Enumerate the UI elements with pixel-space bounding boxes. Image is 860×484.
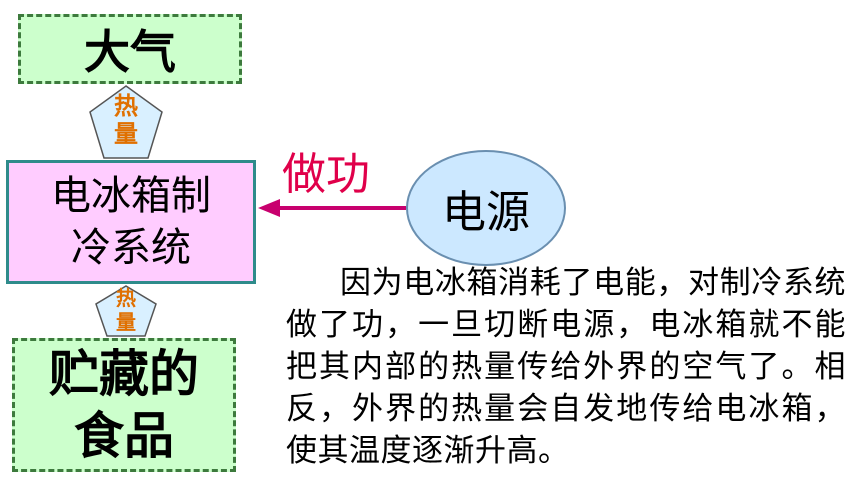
- stored-food-box: 贮藏的 食品: [12, 338, 236, 472]
- stored-food-line1: 贮藏的: [49, 345, 199, 403]
- power-source-ellipse: 电源: [406, 150, 566, 266]
- work-arrow: [258, 199, 406, 217]
- work-label: 做功: [282, 149, 370, 200]
- pentagon-shape-top: [89, 85, 163, 159]
- heat-top-char1: 热: [114, 92, 138, 120]
- heat-pentagon-bottom: 热 量: [94, 284, 158, 338]
- stored-food-line2: 食品: [74, 407, 174, 465]
- heat-pentagon-top: 热 量: [88, 84, 164, 160]
- heat-bottom-char1: 热: [116, 286, 136, 310]
- pentagon-shape-bottom: [95, 285, 157, 337]
- heat-bottom-char2: 量: [116, 310, 136, 334]
- heat-top-char2: 量: [114, 120, 138, 148]
- explanation-text: 因为电冰箱消耗了电能，对制冷系统做了功，一旦切断电源，电冰箱就不能把其内部的热量…: [286, 265, 846, 469]
- atmosphere-label: 大气: [84, 25, 176, 79]
- atmosphere-box: 大气: [18, 14, 242, 84]
- fridge-system-line2: 冷系统: [71, 225, 191, 271]
- fridge-system-box: 电冰箱制 冷系统: [6, 160, 256, 284]
- fridge-system-line1: 电冰箱制: [51, 173, 211, 219]
- power-source-label: 电源: [442, 187, 530, 238]
